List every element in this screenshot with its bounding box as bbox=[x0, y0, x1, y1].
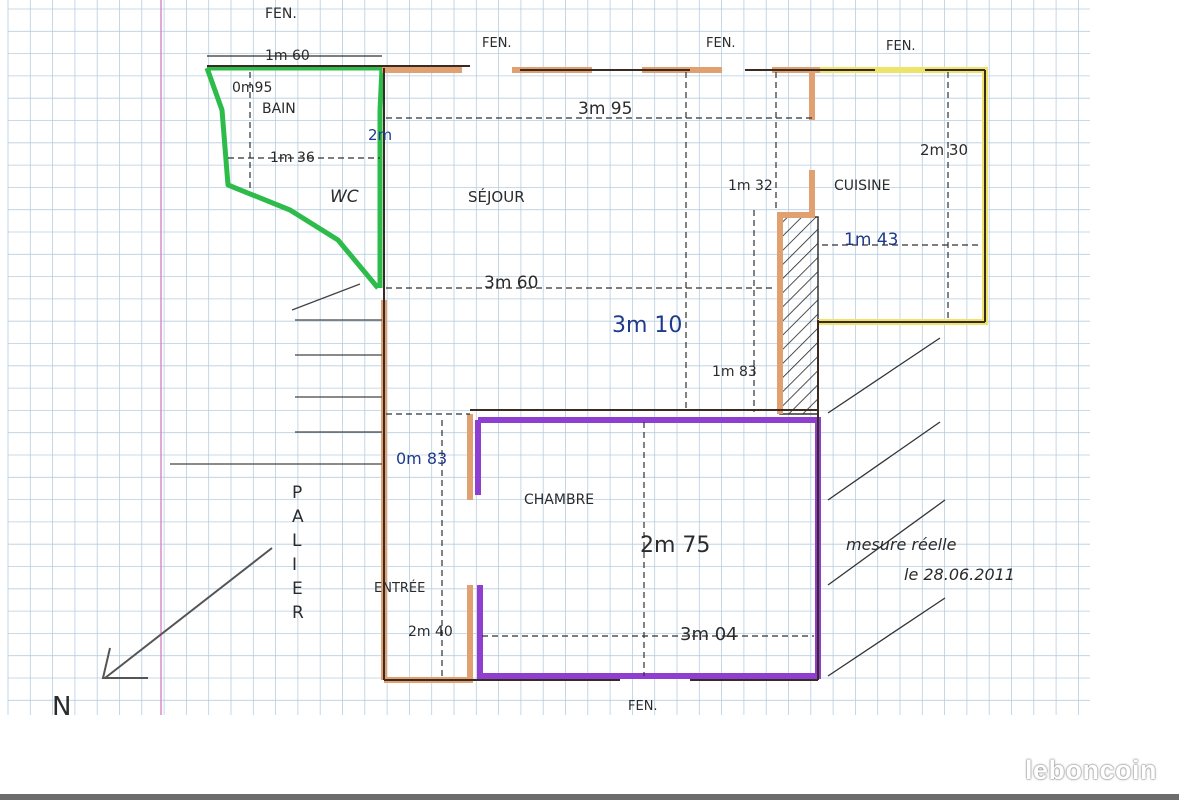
room-label-entree: ENTRÉE bbox=[374, 580, 425, 596]
north-label: N bbox=[52, 692, 71, 722]
fen-label-bottom: FEN. bbox=[628, 699, 658, 714]
hatched-duct bbox=[779, 216, 819, 415]
fen-label-top-2: FEN. bbox=[706, 36, 736, 51]
fen-label-top-3: FEN. bbox=[886, 39, 916, 54]
dim-chambre-depth: 2m 75 bbox=[640, 533, 710, 558]
room-label-chambre: CHAMBRE bbox=[524, 492, 594, 508]
palier-letter: A bbox=[292, 507, 304, 527]
walls bbox=[207, 65, 986, 681]
room-label-bain: BAIN bbox=[262, 101, 296, 117]
dim-passage: 1m 83 bbox=[712, 364, 757, 380]
palier-letter: I bbox=[292, 555, 297, 575]
room-label-wc: WC bbox=[330, 187, 359, 207]
palier-letter: R bbox=[292, 603, 304, 623]
dim-kitchen-gap: 1m 32 bbox=[728, 178, 773, 194]
palier-letter: E bbox=[292, 579, 303, 599]
scan-edge bbox=[0, 794, 1179, 800]
orange-wall-kitchen bbox=[777, 70, 815, 414]
dim-bain-inner: 1m 36 bbox=[270, 150, 315, 166]
dim-sejour-depth: 3m 60 bbox=[484, 273, 538, 293]
dim-entree-depth: 2m 40 bbox=[408, 624, 453, 640]
dim-kitchen-depth: 2m 30 bbox=[920, 141, 968, 159]
palier-letter: L bbox=[292, 531, 302, 551]
room-labels: FEN. FEN. FEN. FEN. FEN. BAIN WC SÉJOUR … bbox=[52, 6, 1015, 722]
palier-steps bbox=[170, 283, 382, 465]
dim-bain-depth: 0m95 bbox=[232, 80, 272, 96]
kitchen-outline bbox=[818, 67, 988, 325]
graph-paper-grid bbox=[7, 0, 1090, 715]
dim-sejour-total: 3m 10 bbox=[612, 313, 682, 338]
palier-letter: P bbox=[292, 483, 302, 503]
note-line-1: mesure réelle bbox=[846, 535, 957, 554]
room-label-cuisine: CUISINE bbox=[834, 178, 891, 194]
room-highlights bbox=[204, 65, 988, 683]
dim-kitchen-width: 1m 43 bbox=[844, 230, 898, 250]
north-arrow-icon bbox=[101, 547, 273, 679]
room-label-sejour: SÉJOUR bbox=[468, 187, 525, 206]
fen-label-top-left: FEN. bbox=[265, 6, 297, 22]
dim-sejour-width: 3m 95 bbox=[578, 99, 632, 119]
dim-wc-height: 2m bbox=[368, 126, 392, 144]
note-line-2: le 28.06.2011 bbox=[904, 565, 1015, 584]
dim-entree-width: 0m 83 bbox=[396, 449, 447, 468]
dimension-lines bbox=[207, 55, 978, 676]
leboncoin-watermark: leboncoin bbox=[1025, 755, 1157, 785]
fen-label-top-1: FEN. bbox=[482, 36, 512, 51]
dim-chambre-width: 3m 04 bbox=[680, 624, 738, 645]
dim-bain-width: 1m 60 bbox=[265, 48, 310, 64]
exterior-slants bbox=[827, 337, 946, 677]
dimension-labels: 1m 60 0m95 1m 36 2m 3m 95 3m 60 3m 10 2m… bbox=[232, 48, 968, 645]
